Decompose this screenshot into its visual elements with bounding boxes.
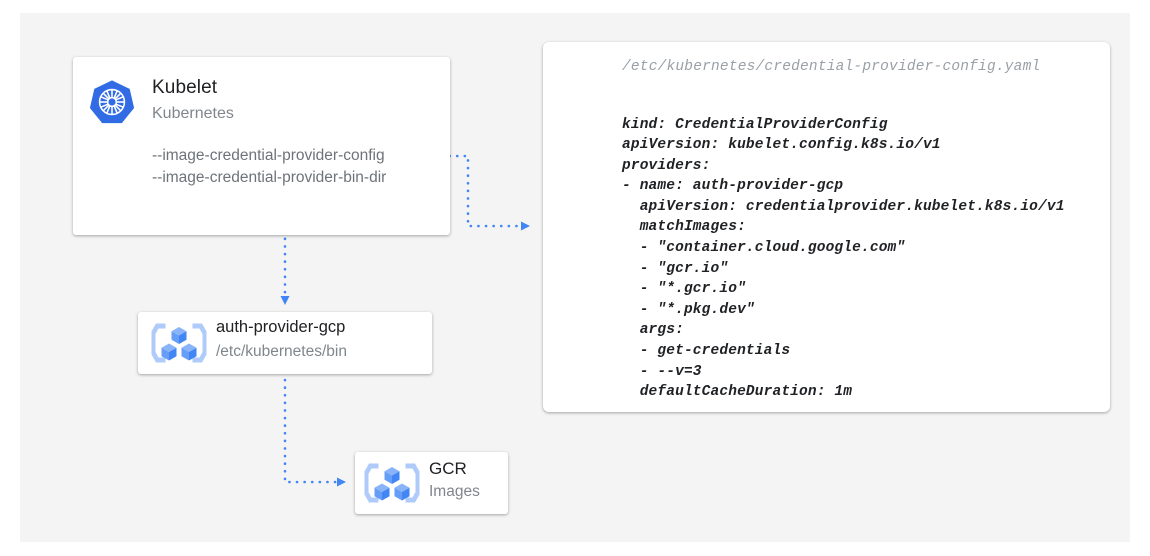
- kubelet-card[interactable]: Kubelet Kubernetes --image-credential-pr…: [73, 57, 450, 235]
- yaml-config-card[interactable]: /etc/kubernetes/credential-provider-conf…: [543, 42, 1110, 412]
- cube-right: [181, 343, 197, 361]
- container-registry-icon: [364, 463, 420, 503]
- cube-left: [374, 483, 390, 501]
- cube-right: [394, 483, 410, 501]
- cube-top: [171, 327, 187, 344]
- auth-provider-card[interactable]: auth-provider-gcp /etc/kubernetes/bin: [138, 312, 432, 374]
- kubelet-card-flag-bin-dir: --image-credential-provider-bin-dir: [152, 169, 387, 186]
- auth-provider-card-title: auth-provider-gcp: [216, 318, 346, 336]
- kubelet-card-title: Kubelet: [152, 77, 218, 98]
- kubelet-card-subtitle: Kubernetes: [152, 105, 234, 122]
- auth-provider-card-subtitle: /etc/kubernetes/bin: [216, 343, 347, 360]
- cube-top: [384, 467, 400, 484]
- kubelet-card-flag-config: --image-credential-provider-config: [152, 147, 385, 164]
- yaml-config-body: kind: CredentialProviderConfig apiVersio…: [622, 116, 1065, 401]
- gcr-card[interactable]: GCR Images: [355, 452, 508, 514]
- container-registry-icon: [151, 323, 207, 363]
- gcr-card-subtitle: Images: [429, 483, 480, 500]
- yaml-file-path: /etc/kubernetes/credential-provider-conf…: [622, 59, 1041, 75]
- kubernetes-logo-icon: [89, 80, 135, 124]
- gcr-card-title: GCR: [429, 459, 467, 478]
- cube-left: [161, 343, 177, 361]
